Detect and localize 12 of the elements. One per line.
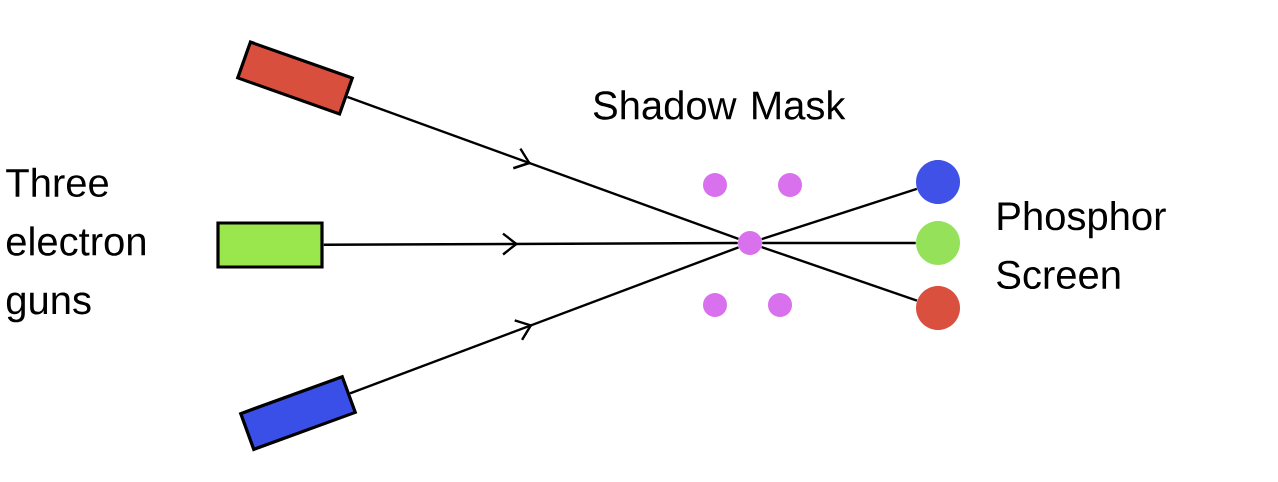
mask-hole <box>703 173 727 197</box>
phosphor-dot <box>916 286 960 330</box>
phosphor-dot <box>916 160 960 204</box>
phosphor-dot <box>916 221 960 265</box>
mask-hole <box>738 231 762 255</box>
mask-hole <box>778 173 802 197</box>
screen-label: Phosphor Screen <box>997 201 1166 290</box>
mask-hole <box>768 293 792 317</box>
mask-hole <box>703 293 727 317</box>
mask-label: Shadow Mask <box>593 90 846 120</box>
electron-gun <box>216 221 324 269</box>
gun-label: Three electron guns <box>6 167 145 323</box>
